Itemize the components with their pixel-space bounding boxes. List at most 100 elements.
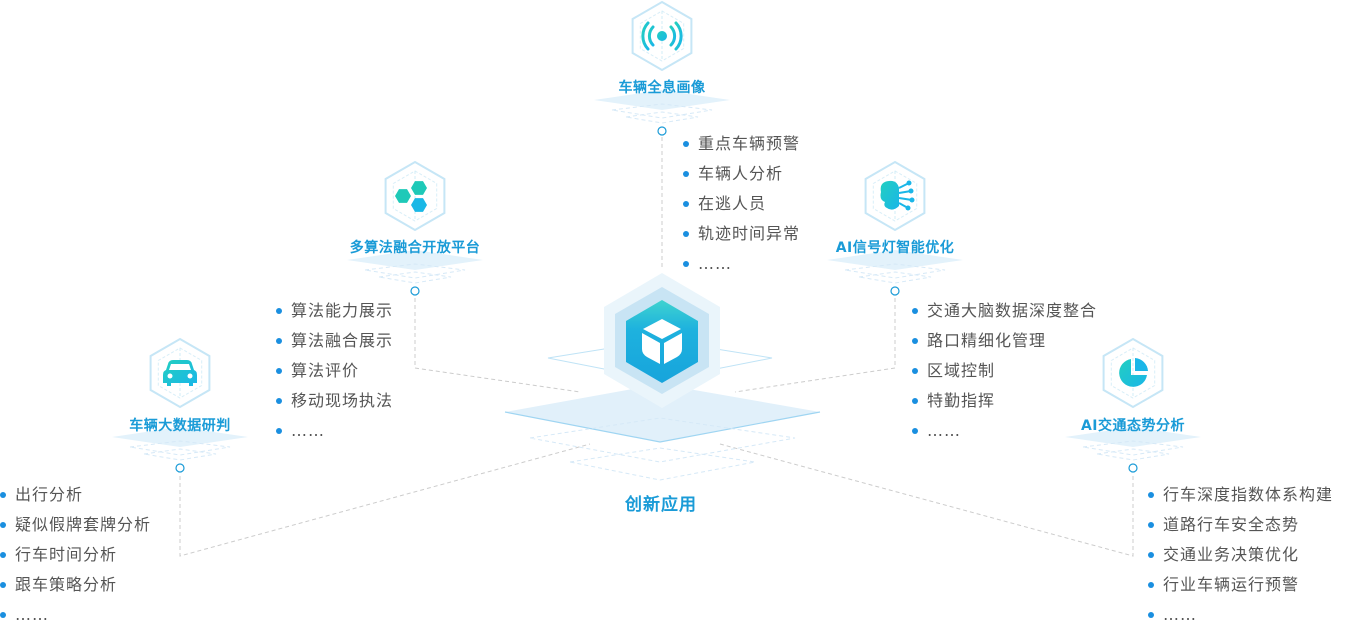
list-item: …… xyxy=(683,249,800,279)
bullet-dot xyxy=(0,522,6,528)
connector-node-circle xyxy=(175,463,185,473)
node-graphic-ai-signal xyxy=(827,160,963,296)
node-ai-traffic: AI交通态势分析 xyxy=(1063,415,1203,435)
bullet-dot xyxy=(276,398,282,404)
hexagon-frame xyxy=(631,0,693,72)
connector-node-circle xyxy=(657,126,667,136)
hexagon-inner xyxy=(639,10,685,62)
list-item: 行车时间分析 xyxy=(0,540,151,570)
connector-node-circle xyxy=(890,286,900,296)
bullet-dot xyxy=(1148,552,1154,558)
node-title: 车辆大数据研判 xyxy=(129,418,231,434)
list-item-text: 算法评价 xyxy=(291,361,360,380)
pie-chart-icon xyxy=(1119,358,1148,387)
node-graphic-algorithm-platform xyxy=(347,160,483,296)
bullet-dot xyxy=(683,171,689,177)
list-item-text: 出行分析 xyxy=(15,485,84,504)
bullet-dot xyxy=(276,338,282,344)
bullet-dot xyxy=(912,428,918,434)
hexagon-inner xyxy=(392,170,438,222)
list-item: 行业车辆运行预警 xyxy=(1148,570,1333,600)
signal-broadcast-icon xyxy=(641,21,683,51)
list-item: 道路行车安全态势 xyxy=(1148,510,1333,540)
node-graphic-vehicle-bigdata xyxy=(112,337,248,473)
node-graphic-ai-traffic xyxy=(1065,337,1201,473)
hexagon-inner xyxy=(872,170,918,222)
hexagon-inner xyxy=(157,347,203,399)
list-item-text: 交通业务决策优化 xyxy=(1163,545,1300,564)
bullet-dot xyxy=(276,428,282,434)
list-item-text: 路口精细化管理 xyxy=(927,331,1047,350)
list-item-text: 区域控制 xyxy=(927,361,996,380)
bullet-dot xyxy=(0,492,6,498)
list-item-text: 算法融合展示 xyxy=(291,331,394,350)
node-platform xyxy=(827,250,963,270)
list-item-text: 道路行车安全态势 xyxy=(1163,515,1300,534)
connector-line-ai-signal xyxy=(734,298,896,393)
list-item-text: 轨迹时间异常 xyxy=(698,224,801,243)
ai-brain-circuit-icon xyxy=(880,180,915,211)
list-item: 轨迹时间异常 xyxy=(683,219,800,249)
list-item: 在逃人员 xyxy=(683,189,800,219)
hexagon-frame xyxy=(1102,337,1164,409)
node-algorithm-platform: 多算法融合开放平台 xyxy=(345,237,485,257)
bullet-dot xyxy=(1148,522,1154,528)
hexagon-inner xyxy=(1110,347,1156,399)
list-ai-traffic: 行车深度指数体系构建 道路行车安全态势 交通业务决策优化 行业车辆运行预警 …… xyxy=(1148,480,1333,630)
bullet-dot xyxy=(1148,492,1154,498)
bullet-dot xyxy=(0,552,6,558)
list-item-text: 在逃人员 xyxy=(698,194,767,213)
list-item-text: 交通大脑数据深度整合 xyxy=(927,301,1098,320)
list-item: 算法融合展示 xyxy=(276,326,393,356)
bullet-dot xyxy=(1148,612,1154,618)
connector-node-circle xyxy=(1128,463,1138,473)
hexagon-frame xyxy=(149,337,211,409)
list-item: 重点车辆预警 xyxy=(683,129,800,159)
list-item: 路口精细化管理 xyxy=(912,326,1097,356)
node-platform xyxy=(1065,427,1201,447)
list-item: 车辆人分析 xyxy=(683,159,800,189)
list-item: …… xyxy=(0,600,151,630)
bullet-dot xyxy=(276,368,282,374)
connector-line-ai-traffic xyxy=(719,443,1134,557)
list-item-text: 行车深度指数体系构建 xyxy=(1163,485,1334,504)
bullet-dot xyxy=(1148,582,1154,588)
list-item-text: …… xyxy=(698,254,732,273)
node-ai-signal: AI信号灯智能优化 xyxy=(825,237,965,257)
bullet-dot xyxy=(276,308,282,314)
connector-node-circle xyxy=(410,286,420,296)
center-label: 创新应用 xyxy=(625,495,697,515)
bullet-dot xyxy=(912,338,918,344)
list-item-text: 移动现场执法 xyxy=(291,391,394,410)
list-item-text: …… xyxy=(15,605,49,624)
bullet-dot xyxy=(912,308,918,314)
list-item: 移动现场执法 xyxy=(276,386,393,416)
connector-line-vehicle-bigdata xyxy=(179,443,591,557)
hexagon-frame xyxy=(384,160,446,232)
list-item: 出行分析 xyxy=(0,480,151,510)
node-title: 多算法融合开放平台 xyxy=(349,240,481,256)
list-item-text: …… xyxy=(927,421,961,440)
node-title: AI信号灯智能优化 xyxy=(835,240,955,256)
list-item: 算法评价 xyxy=(276,356,393,386)
list-item-text: 重点车辆预警 xyxy=(698,134,801,153)
node-platform xyxy=(594,90,730,110)
node-vehicle-bigdata: 车辆大数据研判 xyxy=(110,415,250,435)
list-item-text: 车辆人分析 xyxy=(698,164,784,183)
connector-line-algorithm xyxy=(414,298,581,393)
list-ai-signal: 交通大脑数据深度整合 路口精细化管理 区域控制 特勤指挥 …… xyxy=(912,296,1097,446)
node-platform xyxy=(347,250,483,270)
list-item-text: 疑似假牌套牌分析 xyxy=(15,515,152,534)
list-item-text: 算法能力展示 xyxy=(291,301,394,320)
list-item: 交通大脑数据深度整合 xyxy=(912,296,1097,326)
list-item-text: …… xyxy=(291,421,325,440)
node-vehicle-profile: 车辆全息画像 xyxy=(592,77,732,97)
list-item: 算法能力展示 xyxy=(276,296,393,326)
list-algorithm-platform: 算法能力展示 算法融合展示 算法评价 移动现场执法 …… xyxy=(276,296,393,446)
car-icon xyxy=(163,360,197,386)
hexagon-cluster-icon xyxy=(395,181,427,212)
list-item-text: …… xyxy=(1163,605,1197,624)
list-item: 行车深度指数体系构建 xyxy=(1148,480,1333,510)
